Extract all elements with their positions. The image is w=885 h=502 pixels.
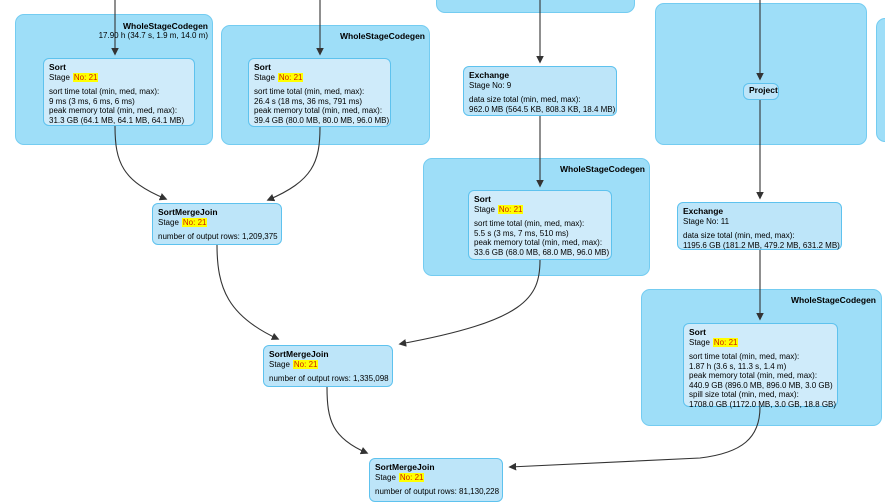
node-metrics: sort time total (min, med, max): 26.4 s …	[254, 87, 390, 125]
node-title: Sort	[474, 194, 491, 204]
node-title: Sort	[49, 62, 66, 72]
stage-highlight: No: 21	[181, 217, 208, 227]
stage-highlight: No: 21	[712, 337, 739, 347]
node-metrics: sort time total (min, med, max): 5.5 s (…	[474, 219, 610, 257]
node-metrics: number of output rows: 81,130,228	[375, 487, 500, 496]
cluster-title: WholeStageCodegen	[790, 295, 876, 305]
node-metrics: sort time total (min, med, max): 9 ms (3…	[49, 87, 185, 125]
node-metrics: data size total (min, med, max): 962.0 M…	[469, 95, 616, 114]
cluster-label-wsc-mid: WholeStageCodegen	[423, 164, 645, 174]
edge-sortmid-smj2	[398, 259, 541, 347]
stage-highlight: No: 21	[292, 359, 319, 369]
stage-line: Stage No: 11	[683, 216, 730, 226]
node-title: Exchange	[683, 206, 724, 216]
node-title: Sort	[689, 327, 706, 337]
node-title: SortMergeJoin	[375, 462, 435, 472]
stage-highlight: No: 21	[72, 72, 99, 82]
edge-sortbr-smj3	[508, 406, 761, 471]
cluster-partial-top	[436, 0, 635, 13]
cluster-title: WholeStageCodegen	[559, 164, 645, 174]
cluster-label-wsc1: WholeStageCodegen 17.90 h (34.7 s, 1.9 m…	[15, 21, 208, 41]
cluster-label-wsc2: WholeStageCodegen	[221, 31, 425, 41]
edge-smj2-smj3	[326, 386, 369, 455]
stage-line: Stage No: 9	[469, 80, 512, 90]
cluster-title: WholeStageCodegen	[339, 31, 425, 41]
edge-smj1-smj2	[216, 244, 280, 340]
node-exchange-11[interactable]: Exchange Stage No: 11 data size total (m…	[677, 202, 842, 250]
cluster-label-wsc-br: WholeStageCodegen	[641, 295, 876, 305]
node-title: SortMergeJoin	[269, 349, 329, 359]
cluster-duration: 17.90 h (34.7 s, 1.9 m, 14.0 m)	[98, 31, 208, 40]
edge-sort2-smj1	[266, 126, 321, 202]
node-project[interactable]: Project	[743, 83, 779, 100]
node-metrics: data size total (min, med, max): 1195.6 …	[683, 231, 840, 250]
node-title: Sort	[254, 62, 271, 72]
stage-highlight: No: 21	[398, 472, 425, 482]
node-exchange-9[interactable]: Exchange Stage No: 9 data size total (mi…	[463, 66, 617, 116]
stage-highlight: No: 21	[497, 204, 524, 214]
node-title: SortMergeJoin	[158, 207, 218, 217]
stage-highlight: No: 21	[277, 72, 304, 82]
node-title: Project	[749, 85, 778, 95]
edge-sort1-smj1	[114, 125, 168, 201]
node-title: Exchange	[469, 70, 510, 80]
node-metrics: sort time total (min, med, max): 1.87 h …	[689, 352, 837, 409]
node-metrics: number of output rows: 1,335,098	[269, 374, 389, 383]
node-metrics: number of output rows: 1,209,375	[158, 232, 278, 241]
cluster-title: WholeStageCodegen	[122, 21, 208, 31]
